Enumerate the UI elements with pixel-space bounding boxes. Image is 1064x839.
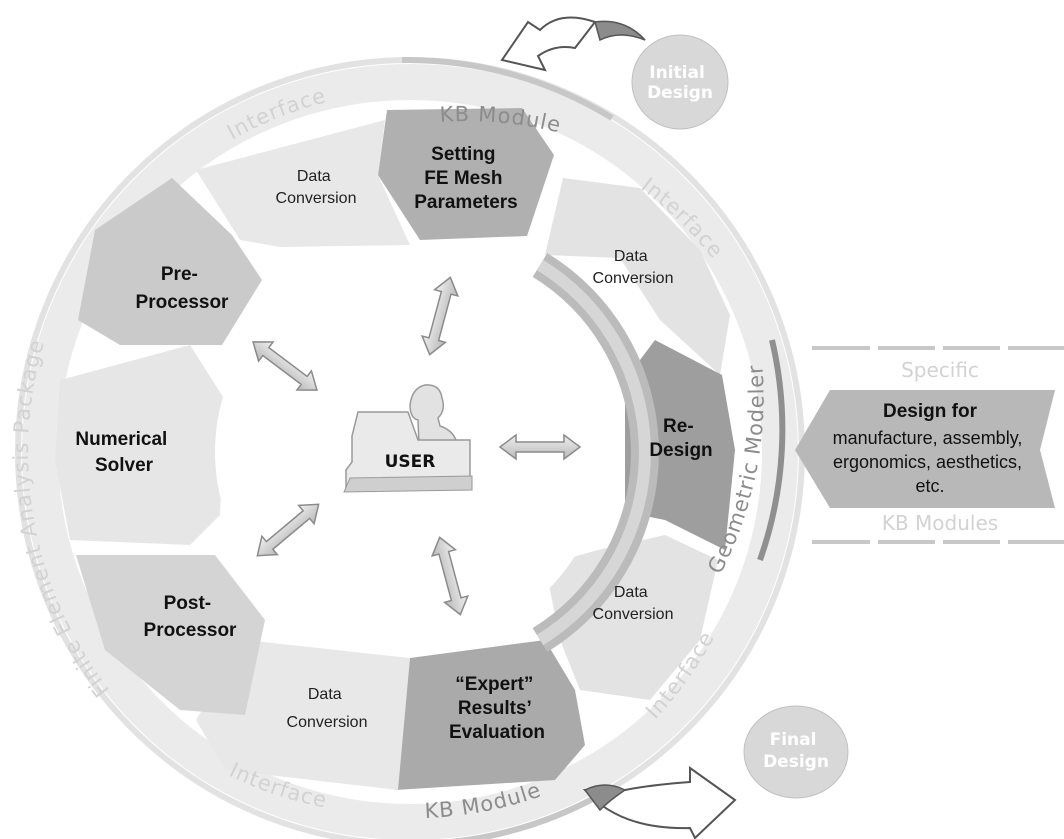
segment-labels: Setting FE Mesh Parameters Data Conversi… <box>75 144 712 743</box>
specific-label: Specific <box>901 358 979 382</box>
kb-modules-label: KB Modules <box>882 511 998 535</box>
numerical-solver-label: Numerical Solver <box>75 429 172 476</box>
specific-kb-panel: Specific Design for manufacture, assembl… <box>795 346 1064 544</box>
design-for-arrow <box>795 390 1055 508</box>
conversion-bottom-label: Data Conversion <box>287 686 368 731</box>
design-for-lines: manufacture, assembly, ergonomics, aesth… <box>833 428 1028 496</box>
pre-processor-segment <box>78 178 262 345</box>
conversion-right-label: Data Conversion <box>593 248 674 287</box>
conversion-right-segment <box>545 178 730 375</box>
final-design-label: Final Design <box>763 730 829 772</box>
redesign-label: Re- Design <box>649 416 712 461</box>
conversion-top-label: Data Conversion <box>276 168 357 207</box>
numerical-solver-segment <box>55 345 225 545</box>
conversion-top-segment <box>196 120 410 247</box>
design-for-heading: Design for <box>883 401 978 422</box>
conversion-lower-right-label: Data Conversion <box>593 584 674 623</box>
initial-design-arrow <box>500 16 597 72</box>
conversion-lower-right-segment <box>545 535 718 700</box>
post-processor-label: Post- Processor <box>144 593 238 641</box>
expert-label: “Expert” Results’ Evaluation <box>449 674 545 743</box>
final-design-blob <box>743 705 849 799</box>
setting-mesh-label: Setting FE Mesh Parameters <box>414 144 518 213</box>
initial-design-group: Initial Design <box>500 16 729 130</box>
user-icon: USER <box>343 384 473 493</box>
expert-segment <box>395 640 585 790</box>
initial-design-blob <box>631 34 729 130</box>
initial-design-label: Initial Design <box>647 63 713 103</box>
final-design-group: Final Design <box>582 705 849 839</box>
pre-processor-label: Pre- Processor <box>136 264 230 313</box>
user-label: USER <box>385 452 436 472</box>
setting-mesh-segment <box>378 108 554 240</box>
post-processor-segment <box>76 555 265 715</box>
final-design-arrow <box>582 766 737 839</box>
